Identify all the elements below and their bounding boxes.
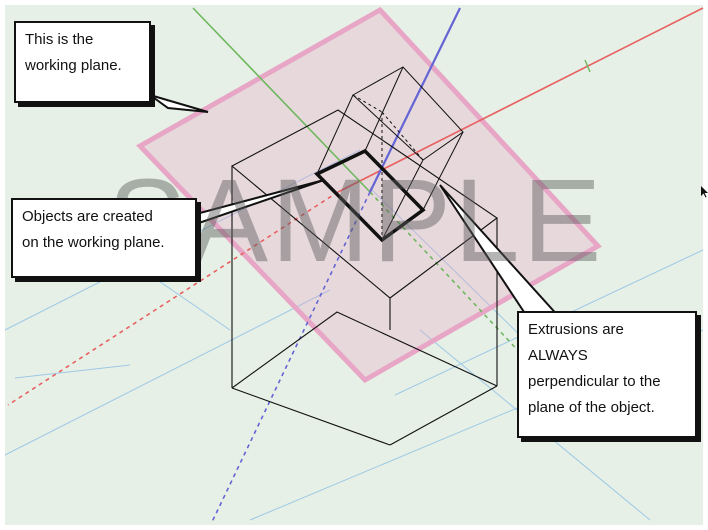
wireframe-cube[interactable] (231, 109, 498, 446)
arrow-cursor-icon (701, 186, 708, 198)
callout-objects-created: Objects are created on the working plane… (11, 198, 197, 278)
x-axis-line (337, 7, 704, 193)
callout-extrusions-line-2: ALWAYS (528, 347, 588, 364)
callout-working-plane-line-2: working plane. (25, 57, 122, 74)
z-axis-negative (211, 191, 371, 523)
z-axis-line (369, 7, 461, 193)
callout-extrusions-line-1: Extrusions are (528, 321, 624, 338)
callout-extrusions-line-3: perpendicular to the (528, 373, 661, 390)
x-axis-negative (7, 191, 339, 406)
plane-object-rectangle[interactable] (314, 148, 426, 243)
callout-extrusions: Extrusions are ALWAYS perpendicular to t… (517, 311, 697, 438)
callout-objects-line-1: Objects are created (22, 208, 153, 225)
x-axis-tick (584, 59, 591, 73)
y-axis-negative (369, 191, 539, 373)
pointer-working-plane (149, 94, 209, 113)
callout-working-plane: This is the working plane. (14, 21, 151, 103)
callout-extrusions-line-4: plane of the object. (528, 399, 655, 416)
callout-objects-line-2: on the working plane. (22, 234, 165, 251)
callout-working-plane-line-1: This is the (25, 31, 94, 48)
